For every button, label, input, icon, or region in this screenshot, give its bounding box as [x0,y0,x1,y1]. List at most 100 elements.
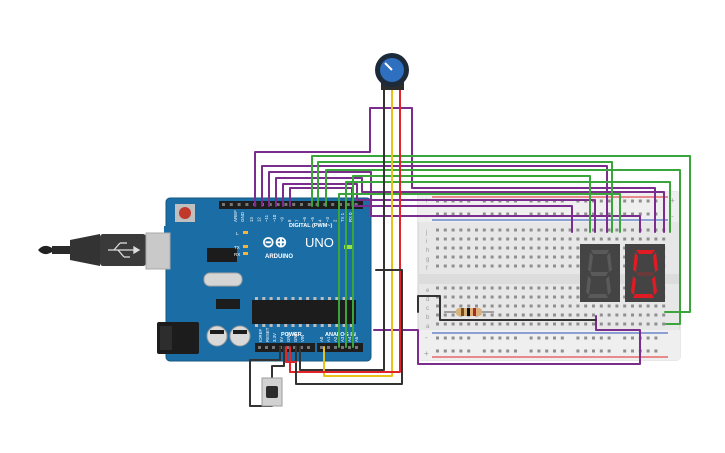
breadboard-hole[interactable] [514,304,517,308]
rail-hole[interactable] [646,349,650,353]
breadboard-hole[interactable] [467,322,471,326]
rail-hole[interactable] [553,336,556,340]
breadboard-hole[interactable] [638,304,642,308]
breadboard-hole[interactable] [467,286,471,290]
header-hole[interactable] [320,346,323,349]
breadboard-hole[interactable] [490,246,494,250]
wire-red[interactable] [285,346,297,363]
rail-hole[interactable] [529,336,533,340]
breadboard-hole[interactable] [443,255,447,259]
breadboard-hole[interactable] [529,286,533,290]
breadboard-hole[interactable] [498,228,502,232]
rail-hole[interactable] [498,212,502,216]
usb-cable[interactable] [38,232,171,270]
breadboard-hole[interactable] [537,228,541,232]
header-hole[interactable] [292,203,296,206]
rail-hole[interactable] [436,336,439,340]
breadboard-hole[interactable] [537,313,541,317]
breadboard-hole[interactable] [553,322,556,326]
rail-hole[interactable] [584,336,588,340]
header-hole[interactable] [327,346,330,349]
breadboard-hole[interactable] [482,304,486,308]
breadboard-hole[interactable] [475,246,478,250]
breadboard-hole[interactable] [607,322,611,326]
header-hole[interactable] [348,346,351,349]
breadboard-hole[interactable] [521,322,525,326]
breadboard-hole[interactable] [662,313,666,317]
breadboard-hole[interactable] [436,304,439,308]
breadboard-hole[interactable] [475,228,478,232]
breadboard-hole[interactable] [529,237,533,241]
breadboard-hole[interactable] [451,304,455,308]
breadboard-hole[interactable] [443,304,447,308]
breadboard-hole[interactable] [482,286,486,290]
breadboard-hole[interactable] [475,264,478,268]
rail-hole[interactable] [560,349,564,353]
wire-green[interactable] [317,161,613,233]
breadboard-hole[interactable] [475,295,478,299]
breadboard-hole[interactable] [490,237,494,241]
breadboard-hole[interactable] [584,304,588,308]
seven-segment-display-left[interactable] [580,244,620,302]
wires[interactable] [249,85,691,407]
breadboard-hole[interactable] [529,246,533,250]
rail-hole[interactable] [514,212,517,216]
rail-hole[interactable] [537,212,541,216]
rail-hole[interactable] [443,212,447,216]
breadboard-hole[interactable] [607,228,611,232]
breadboard-hole[interactable] [436,313,439,317]
breadboard-hole[interactable] [615,228,619,232]
breadboard-hole[interactable] [599,304,603,308]
breadboard-hole[interactable] [654,322,658,326]
breadboard-hole[interactable] [584,228,588,232]
breadboard-hole[interactable] [459,246,463,250]
breadboard-hole[interactable] [662,304,666,308]
breadboard-hole[interactable] [537,322,541,326]
rail-hole[interactable] [576,349,580,353]
breadboard-hole[interactable] [482,264,486,268]
breadboard-hole[interactable] [467,246,471,250]
breadboard-hole[interactable] [584,313,588,317]
breadboard-hole[interactable] [506,286,510,290]
wire-black[interactable] [271,346,285,381]
breadboard-hole[interactable] [576,264,580,268]
header-hole[interactable] [300,346,303,349]
rail-hole[interactable] [482,212,486,216]
breadboard-hole[interactable] [482,322,486,326]
header-hole[interactable] [307,203,311,206]
breadboard-hole[interactable] [451,255,455,259]
breadboard-hole[interactable] [514,237,517,241]
breadboard-hole[interactable] [514,313,517,317]
breadboard-hole[interactable] [646,304,650,308]
breadboard-hole[interactable] [568,322,572,326]
breadboard-hole[interactable] [498,304,502,308]
header-hole[interactable] [268,203,272,206]
breadboard-hole[interactable] [498,313,502,317]
breadboard-hole[interactable] [467,264,471,268]
breadboard-hole[interactable] [599,313,603,317]
header-hole[interactable] [331,203,335,206]
rail-hole[interactable] [560,212,564,216]
breadboard-hole[interactable] [576,255,580,259]
rail-hole[interactable] [482,336,486,340]
breadboard-hole[interactable] [506,264,510,268]
header-hole[interactable] [286,346,289,349]
breadboard-hole[interactable] [631,304,634,308]
rail-hole[interactable] [506,349,510,353]
breadboard-hole[interactable] [545,295,549,299]
breadboard-hole[interactable] [436,322,439,326]
header-hole[interactable] [237,203,241,206]
breadboard-hole[interactable] [654,237,658,241]
breadboard-hole[interactable] [490,295,494,299]
breadboard-hole[interactable] [467,255,471,259]
breadboard-hole[interactable] [459,228,463,232]
breadboard-hole[interactable] [475,322,478,326]
breadboard-hole[interactable] [623,246,627,250]
breadboard-hole[interactable] [576,228,580,232]
rail-hole[interactable] [467,336,471,340]
breadboard-hole[interactable] [490,322,494,326]
breadboard-hole[interactable] [592,228,595,232]
breadboard-hole[interactable] [607,237,611,241]
header-hole[interactable] [341,346,344,349]
breadboard-hole[interactable] [451,237,455,241]
